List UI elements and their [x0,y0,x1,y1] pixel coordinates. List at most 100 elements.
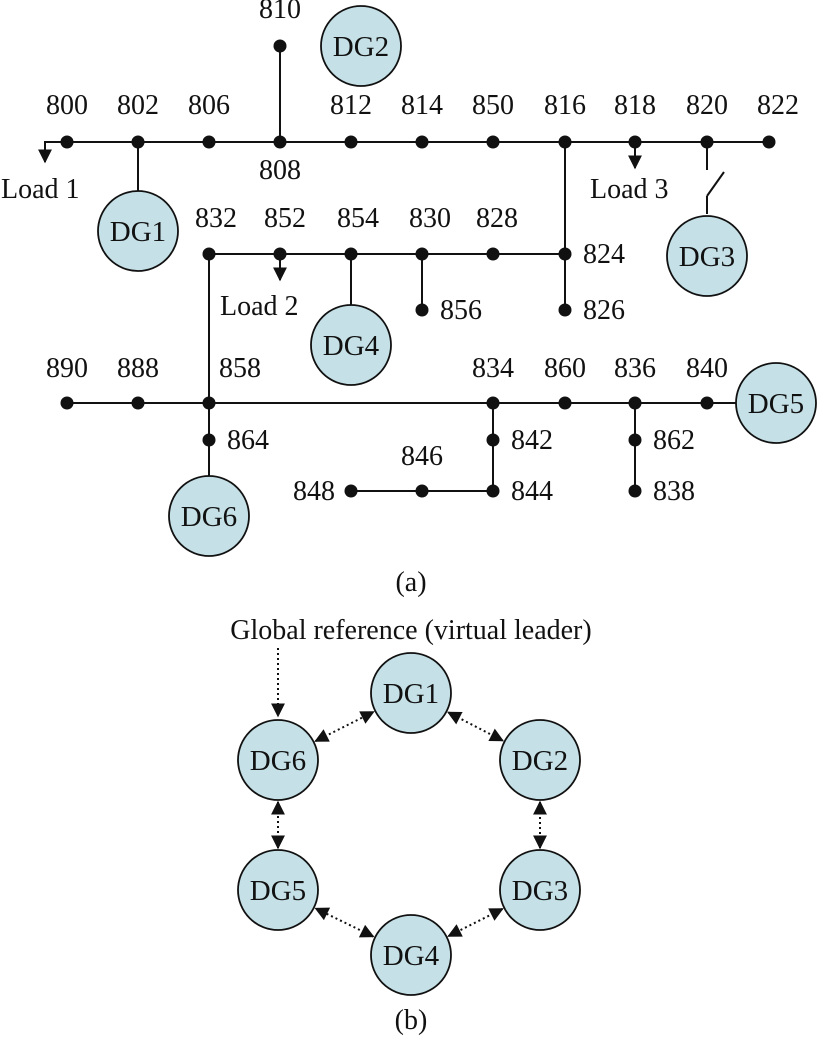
communication-link [447,908,504,937]
bus-label: 864 [227,425,269,456]
generator-node [310,304,392,386]
bus-node [273,247,287,261]
bus-node [344,135,358,149]
bus-label: 838 [653,476,695,507]
bus-label: 854 [337,203,379,234]
bus-label: 824 [583,239,625,270]
bus-label: 822 [757,90,799,121]
load-1-arrow [38,141,67,164]
agent-label: DG4 [383,940,440,972]
agent-node [499,849,581,931]
bus-label: 808 [259,155,301,186]
bus-node [486,135,500,149]
bus-node [415,484,429,498]
panel-a-caption: (a) [395,567,426,598]
generator-node [97,190,179,272]
bus-node [628,135,642,149]
agent-label: DG5 [250,875,306,907]
communication-link [447,711,504,742]
panel-b-caption: (b) [395,1005,428,1036]
agent-node [237,849,319,931]
bus-label: 836 [614,353,656,384]
generator-label: DG1 [110,216,166,248]
generator-node [666,215,748,297]
bus-label: 862 [653,425,695,456]
bus-node [273,39,287,53]
bus-label: 852 [264,203,306,234]
bus-node [415,135,429,149]
generator-node [168,475,250,557]
generator-label: DG4 [323,330,380,362]
bus-node [415,303,429,317]
bus-label: 818 [614,90,656,121]
bus-label: 842 [511,425,553,456]
bus-label: 826 [583,295,625,326]
bus-label: 830 [409,203,451,234]
bus-node [131,396,145,410]
bus-node [628,396,642,410]
generator-label: DG6 [181,501,237,533]
bus-label: 858 [219,353,261,384]
agent-node [499,719,581,801]
agent-label: DG1 [383,678,439,710]
agent-label: DG3 [512,875,568,907]
bus-label: 812 [330,90,372,121]
load-label: Load 1 [1,174,80,205]
generator-node [320,5,402,87]
bus-node [558,303,572,317]
bus-node [486,484,500,498]
bus-node [486,396,500,410]
bus-node [700,396,714,410]
bus-label: 888 [117,353,159,384]
bus-node [202,433,216,447]
communication-link [314,907,375,938]
bus-node [131,135,145,149]
bus-label: 802 [117,90,159,121]
load-label: Load 2 [220,291,299,322]
bus-node [60,396,74,410]
bus-node [486,247,500,261]
agent-node [370,652,452,734]
load-label: Load 3 [590,174,669,205]
bus-label: 856 [440,295,482,326]
bus-node [558,135,572,149]
bus-label: 848 [293,476,335,507]
agent-label: DG2 [512,745,568,777]
agent-label: DG6 [250,745,306,777]
bus-node [344,247,358,261]
bus-node [344,484,358,498]
bus-node [202,396,216,410]
bus-node [415,247,429,261]
bus-node [486,433,500,447]
bus-label: 890 [46,353,88,384]
bus-label: 800 [46,90,88,121]
bus-label: 844 [511,476,553,507]
agent-node [370,914,452,996]
bus-node [558,396,572,410]
bus-label: 846 [401,441,443,472]
bus-label: 810 [259,0,301,25]
bus-node [202,135,216,149]
bus-label: 834 [472,353,514,384]
bus-node [700,135,714,149]
bus-label: 816 [544,90,586,121]
bus-node [202,247,216,261]
bus-label: 820 [686,90,728,121]
bus-node [273,135,287,149]
reference-label: Global reference (virtual leader) [230,615,591,646]
bus-label: 850 [472,90,514,121]
agent-node [237,719,319,801]
bus-label: 840 [686,353,728,384]
panel-b-communication-graph: Global reference (virtual leader)DG1DG2D… [230,615,591,1036]
generator-label: DG5 [748,388,804,420]
open-switch [706,171,725,197]
bus-node [60,135,74,149]
bus-node [628,484,642,498]
bus-node [558,247,572,261]
generator-label: DG2 [333,31,389,63]
bus-label: 814 [401,90,443,121]
communication-link [314,711,375,742]
bus-node [762,135,776,149]
